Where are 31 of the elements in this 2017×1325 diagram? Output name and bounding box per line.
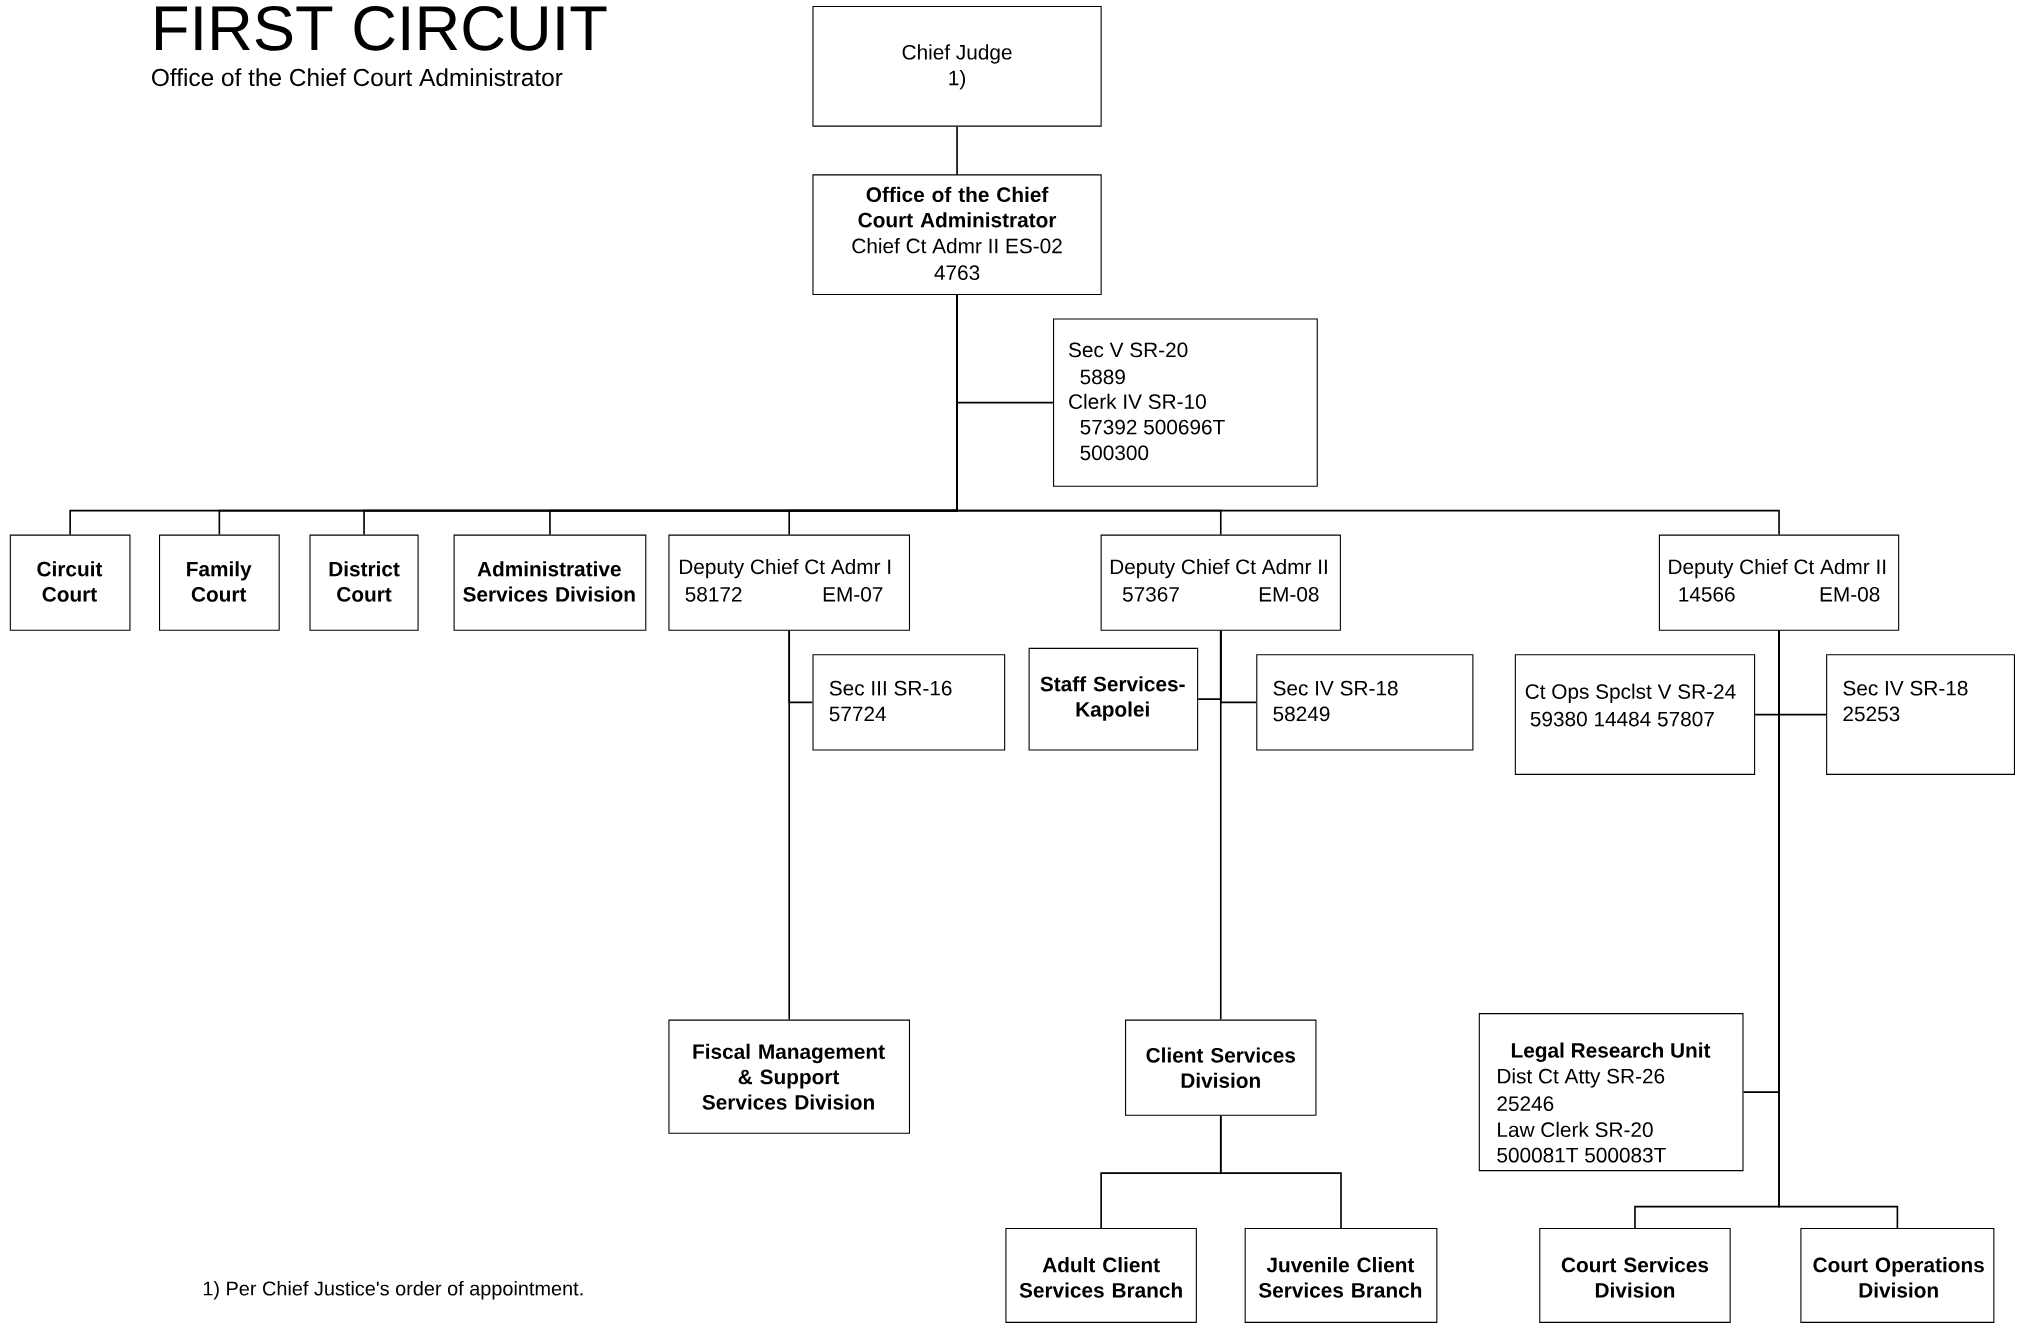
org-box: Family Court xyxy=(159,534,280,631)
connector-line xyxy=(1219,630,1222,1021)
org-box: Deputy Chief Ct Admr I 58172 EM-07 xyxy=(668,534,911,631)
connector-line xyxy=(956,125,958,176)
org-box: Staff Services-Kapolei xyxy=(1028,647,1199,751)
org-box: Fiscal Management & Support Services Division xyxy=(668,1019,911,1134)
org-box: Sec IV SR-18 58249 xyxy=(1256,654,1474,751)
org-box: Client Services Division xyxy=(1125,1019,1317,1116)
footnote: 1) Per Chief Justice's order of appointment. xyxy=(203,1281,583,1300)
org-box: Deputy Chief Ct Admr II 57367 EM-08 xyxy=(1100,534,1341,631)
org-box: Chief Judge 1) xyxy=(812,5,1102,127)
org-box: Deputy Chief Ct Admr II 14566 EM-08 xyxy=(1658,534,1900,631)
connector-line xyxy=(1778,630,1899,1229)
org-box: Court Services Division xyxy=(1539,1228,1731,1323)
org-box: Legal Research Unit Dist Ct Atty SR-26 25246 Law Clerk SR-20 500081T 500083T xyxy=(1478,1013,1744,1172)
org-box: Ct Ops Spclst V SR-24 59380 14484 57807 xyxy=(1514,654,1756,775)
org-box: Adult Client Services Branch xyxy=(1005,1228,1197,1323)
connector-line xyxy=(788,630,791,1021)
org-box: Sec V SR-20 5889 Clerk IV SR-10 57392 500696T 500300 xyxy=(1053,318,1318,487)
connector-line xyxy=(1219,1115,1342,1229)
org-box: Juvenile Client Services Branch xyxy=(1244,1228,1438,1323)
org-box: Administrative Services Division xyxy=(453,534,647,631)
title: FIRST CIRCUIT xyxy=(156,5,607,51)
org-box: Sec IV SR-18 25253 xyxy=(1826,654,2015,775)
org-box: District Court xyxy=(309,534,419,631)
connector-line xyxy=(956,294,1780,536)
subtitle: Office of the Chief Court Administrator xyxy=(152,68,563,87)
org-box: Sec III SR-16 57724 xyxy=(812,654,1006,751)
org-box: Circuit Court xyxy=(9,534,131,631)
org-box: Court Operations Division xyxy=(1800,1228,1995,1323)
org-box: Office of the Chief Court Administrator Chief Ct Admr II ES-02 4763 xyxy=(812,174,1102,296)
